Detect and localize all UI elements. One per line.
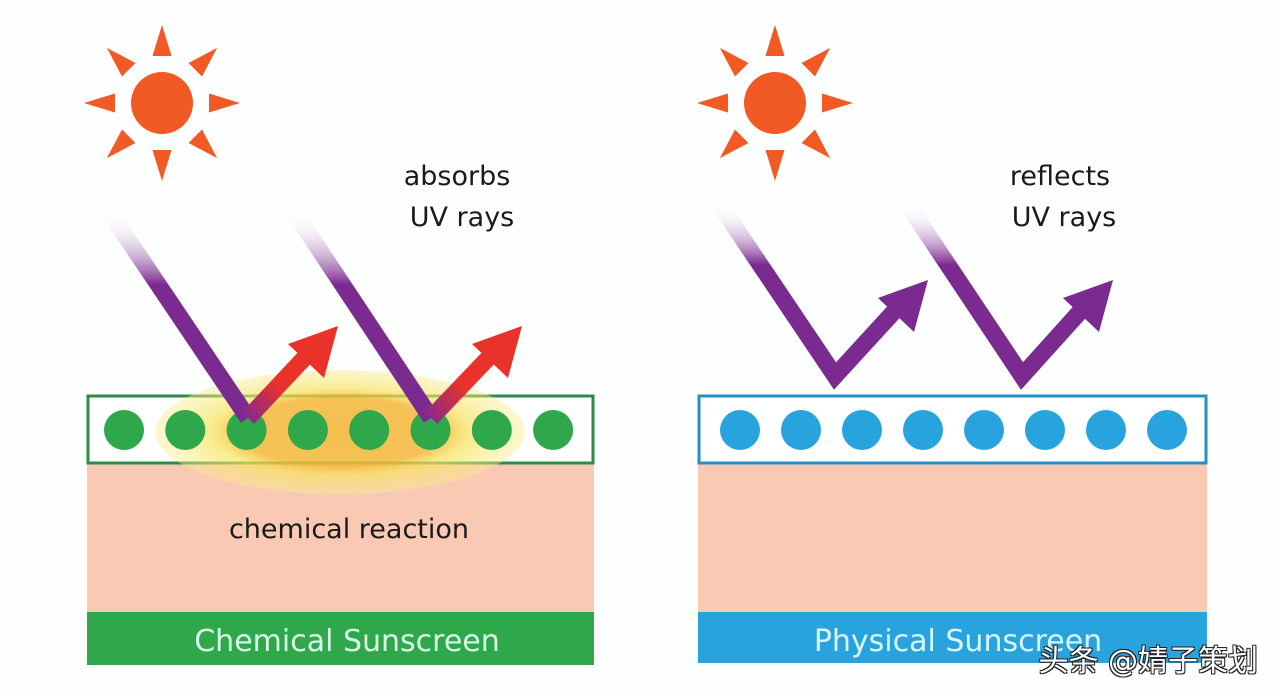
sun-ray <box>822 93 853 113</box>
particle <box>842 410 882 450</box>
sun-ray <box>209 93 240 113</box>
reflects-label: reflects <box>1010 161 1110 192</box>
sun-ray <box>152 25 172 56</box>
absorbs-label: absorbs <box>404 161 511 192</box>
chemical-title: Chemical Sunscreen <box>194 624 500 659</box>
reaction-label: chemical reaction <box>229 514 469 545</box>
particle <box>533 410 574 450</box>
sun-ray <box>719 47 749 77</box>
chemical-panel: Chemical Sunscreen chemical reaction abs… <box>86 161 595 665</box>
particle <box>471 410 512 450</box>
particle <box>165 410 206 450</box>
blue-particles <box>720 410 1187 450</box>
uv-ray-reflected-2 <box>900 200 1113 390</box>
particle <box>349 410 390 450</box>
physical-panel: Physical Sunscreen reflects UV rays <box>697 161 1208 663</box>
particle <box>104 410 144 450</box>
particle <box>781 410 821 450</box>
sun-ray <box>106 47 136 77</box>
sunscreen-layer <box>697 394 1208 465</box>
skin-layer <box>698 463 1207 613</box>
uv-rays-label: UV rays <box>1012 202 1117 233</box>
particle <box>1086 410 1126 450</box>
sun-ray <box>84 93 115 113</box>
uv-ray-absorbed-2 <box>287 208 522 424</box>
sun-disc <box>744 72 806 134</box>
sun-ray <box>801 47 831 77</box>
green-particles <box>104 410 574 450</box>
particle <box>1025 410 1065 450</box>
watermark: 头条 @婧子策划 <box>1038 644 1258 679</box>
reaction-glow <box>155 370 525 494</box>
uv-ray-reflected-1 <box>712 200 928 390</box>
sun-ray <box>801 129 831 159</box>
sun-icon <box>84 25 240 181</box>
sun-disc <box>131 72 193 134</box>
sun-ray <box>765 25 785 56</box>
sun-ray <box>152 150 172 181</box>
particle <box>287 410 328 450</box>
uv-ray-absorbed-1 <box>102 208 338 424</box>
sun-ray <box>188 47 218 77</box>
sun-ray <box>106 129 136 159</box>
physical-title-bar <box>698 612 1207 663</box>
chemical-title-bar <box>87 612 594 665</box>
sun-ray <box>719 129 749 159</box>
particle <box>720 410 760 450</box>
sun-icon <box>697 25 853 181</box>
sun-ray <box>188 129 218 159</box>
physical-title: Physical Sunscreen <box>814 624 1102 659</box>
particle <box>903 410 943 450</box>
sun-ray <box>765 150 785 181</box>
uv-rays-label: UV rays <box>410 202 515 233</box>
particle <box>964 410 1004 450</box>
sun-ray <box>697 93 728 113</box>
particle <box>1147 410 1187 450</box>
